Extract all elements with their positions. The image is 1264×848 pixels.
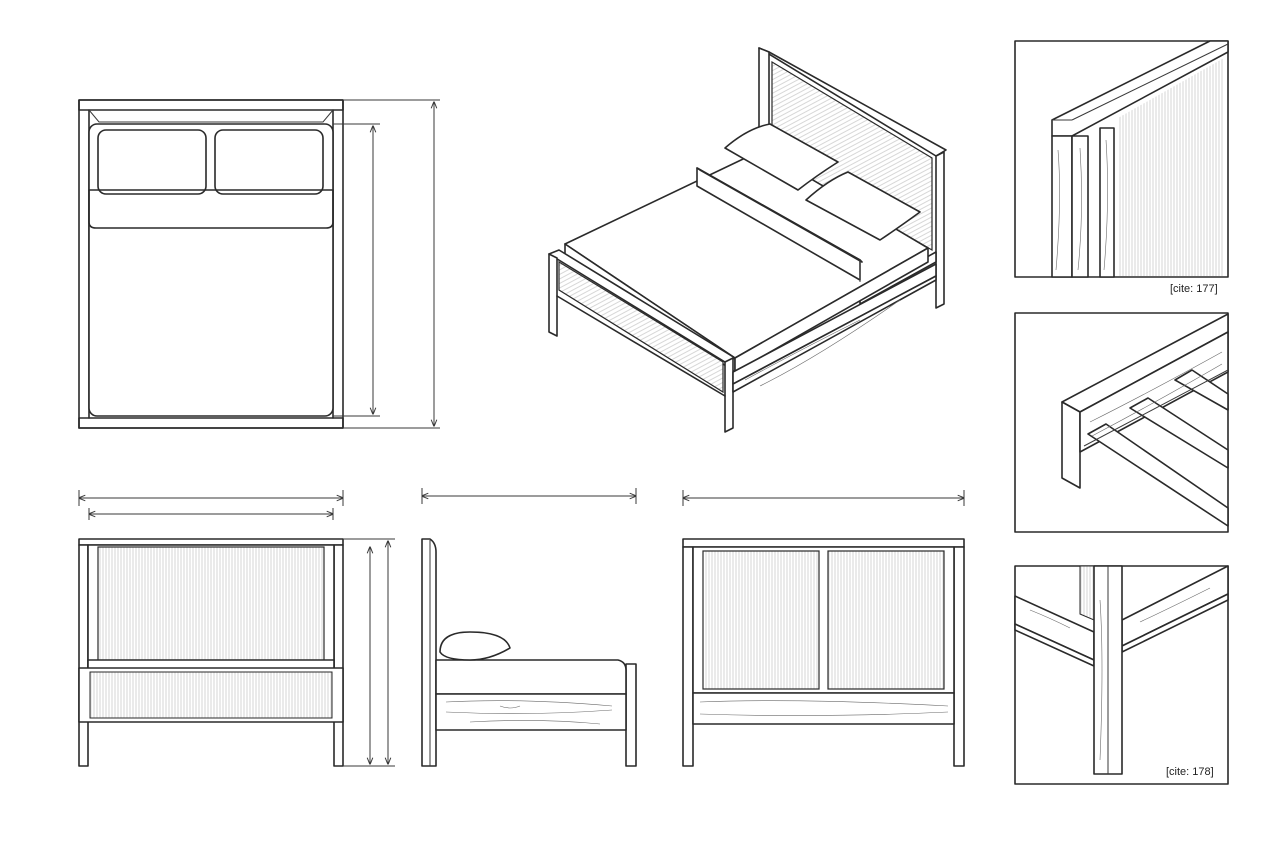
isometric-view xyxy=(548,47,947,433)
detail-rail-slats xyxy=(1014,312,1229,533)
iso-pillow-2 xyxy=(805,171,921,241)
side-pillow xyxy=(439,631,511,661)
head-elevation xyxy=(682,490,965,767)
side-elevation xyxy=(421,488,637,767)
detail-leg-joint xyxy=(1014,565,1229,785)
plan-view xyxy=(78,99,440,429)
detail-headboard-corner xyxy=(1014,40,1229,278)
front-elevation xyxy=(78,490,395,767)
pillow-right xyxy=(214,129,324,195)
pillow-left xyxy=(97,129,207,195)
detail-label-leg-joint: [cite: 178] xyxy=(1166,766,1214,778)
detail-label-headboard-corner: [cite: 177] xyxy=(1170,283,1218,295)
iso-pillow-1 xyxy=(724,123,839,191)
